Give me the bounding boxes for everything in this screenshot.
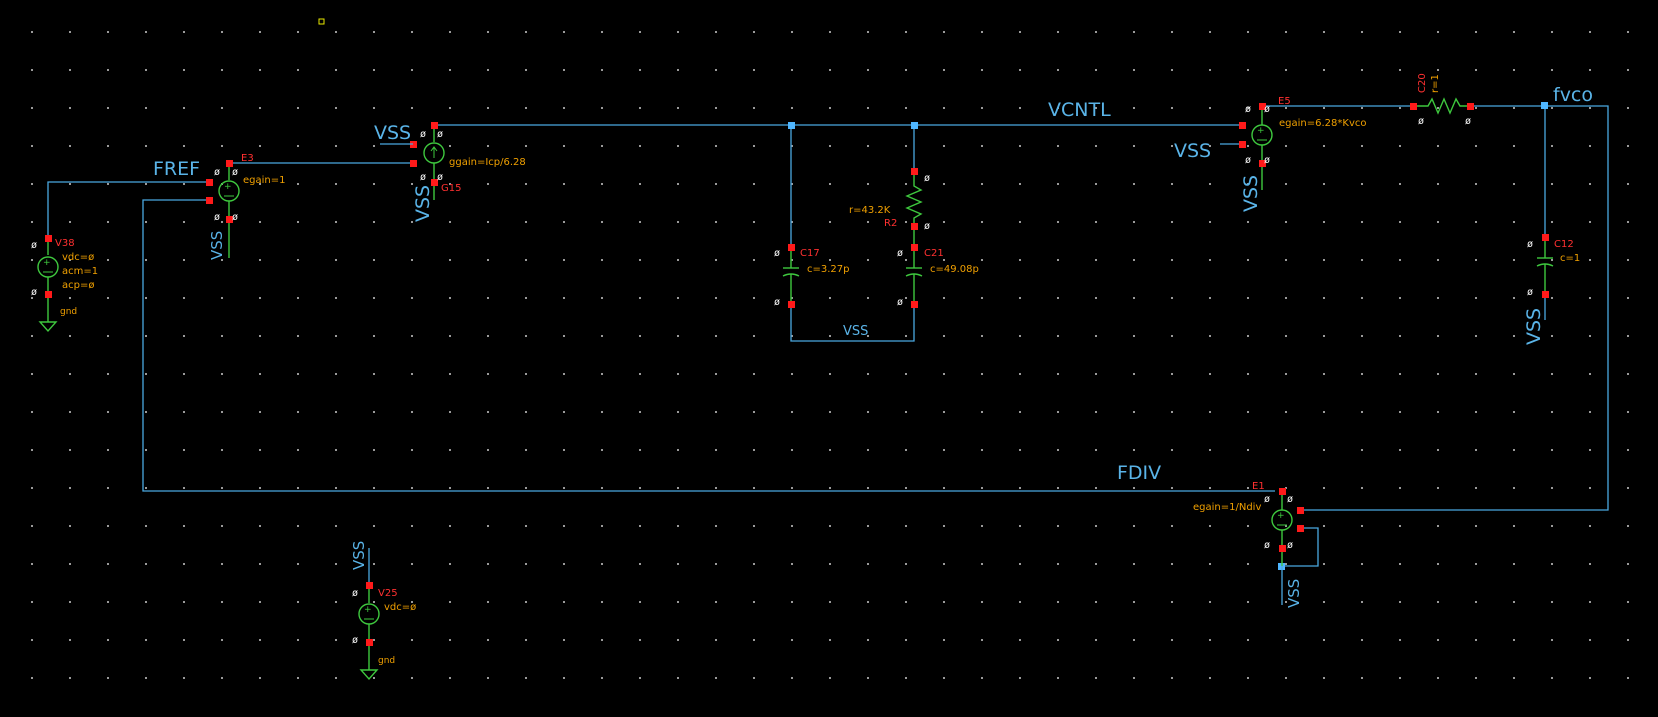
- pin-label: ø: [924, 221, 930, 232]
- c20-name: C20: [1417, 73, 1428, 93]
- source-e3[interactable]: + E3 egain=1 ø ø ø ø VSS: [206, 153, 286, 260]
- e5-gain: egain=6.28*Kvco: [1279, 118, 1366, 129]
- wires: [47, 105, 1609, 567]
- v38-vdc: vdc=ø: [62, 252, 94, 263]
- e5-name: E5: [1278, 96, 1291, 107]
- pin-label: ø: [1287, 540, 1293, 551]
- c21-value: c=49.08p: [930, 264, 979, 275]
- pin-label: ø: [352, 588, 358, 599]
- net-label-vss-e5: VSS: [1174, 140, 1211, 162]
- c21-name: C21: [924, 248, 944, 259]
- pin-label: ø: [1245, 104, 1251, 115]
- e3-gain: egain=1: [243, 175, 286, 186]
- resistor-c20[interactable]: C20 r=1 ø ø: [1410, 73, 1474, 127]
- svg-text:+: +: [1277, 511, 1285, 521]
- pin-label: ø: [437, 172, 443, 183]
- g15-gain: ggain=Icp/6.28: [449, 157, 526, 168]
- net-label-vss-g15: VSS: [374, 122, 411, 144]
- v38-gnd: gnd: [60, 307, 77, 317]
- svg-text:+: +: [224, 182, 232, 192]
- capacitor-c17[interactable]: C17 c=3.27p ø ø: [774, 244, 850, 308]
- net-label-vss-g15b: VSS: [412, 185, 434, 222]
- pin-label: ø: [31, 287, 37, 298]
- source-v38[interactable]: + V38 vdc=ø acm=1 acp=ø gnd ø ø: [31, 235, 98, 333]
- e1-name: E1: [1252, 481, 1265, 492]
- pin-label: ø: [352, 635, 358, 646]
- e1-gain: egain=1/Ndiv: [1193, 502, 1261, 513]
- source-e1[interactable]: + E1 egain=1/Ndiv ø ø ø ø VSS: [1193, 481, 1304, 608]
- v25-name: V25: [378, 588, 398, 599]
- pin-label: ø: [897, 297, 903, 308]
- wire-fref[interactable]: [47, 181, 210, 238]
- pin-label: ø: [1527, 239, 1533, 250]
- pin-label: ø: [1465, 116, 1471, 127]
- net-label-vss-e5b: VSS: [1240, 175, 1262, 212]
- c17-value: c=3.27p: [807, 264, 850, 275]
- pin-label: ø: [232, 167, 238, 178]
- e3-name: E3: [241, 153, 254, 164]
- pin-label: ø: [897, 248, 903, 259]
- pin-label: ø: [924, 173, 930, 184]
- wire-fvco[interactable]: [1300, 105, 1609, 511]
- wire-vss-caps[interactable]: [790, 304, 915, 342]
- c12-name: C12: [1554, 239, 1574, 250]
- v25-gnd: gnd: [378, 656, 395, 666]
- v38-name: V38: [55, 238, 75, 249]
- wire-fdiv[interactable]: [142, 199, 1275, 492]
- pin-label: ø: [1264, 494, 1270, 505]
- v38-acp: acp=ø: [62, 280, 94, 291]
- pin-label: ø: [420, 172, 426, 183]
- net-label-fref: FREF: [153, 158, 200, 180]
- pin-label: ø: [1264, 540, 1270, 551]
- wire-e1-loop[interactable]: [1282, 527, 1319, 567]
- resistor-r2[interactable]: r=43.2K R2 ø ø: [849, 168, 930, 232]
- source-g15[interactable]: G15 ggain=Icp/6.28 ø ø ø ø VSS: [380, 122, 526, 222]
- svg-text:+: +: [364, 605, 372, 615]
- pin-label: ø: [1527, 287, 1533, 298]
- pin-label: ø: [214, 212, 220, 223]
- net-label-vss-e3: VSS: [208, 231, 226, 260]
- pin-label: ø: [1418, 116, 1424, 127]
- pin-label: ø: [214, 167, 220, 178]
- pin-label: ø: [1264, 155, 1270, 166]
- pin-label: ø: [1245, 155, 1251, 166]
- pin-label: ø: [774, 248, 780, 259]
- net-label-vss-v25: VSS: [350, 541, 368, 570]
- net-label-vcntl: VCNTL: [1048, 99, 1111, 121]
- capacitor-c12[interactable]: C12 c=1 ø ø VSS: [1523, 234, 1580, 345]
- net-label-vss-c12: VSS: [1523, 308, 1545, 345]
- svg-text:+: +: [43, 258, 51, 268]
- source-e5[interactable]: + E5 egain=6.28*Kvco ø ø ø ø VSS: [1220, 96, 1366, 212]
- c12-value: c=1: [1560, 253, 1580, 264]
- v25-vdc: vdc=ø: [384, 602, 416, 613]
- pin-label: ø: [232, 212, 238, 223]
- origin-marker: [318, 18, 325, 25]
- r2-name: R2: [884, 218, 897, 229]
- r2-value: r=43.2K: [849, 205, 891, 216]
- pin-label: ø: [1264, 104, 1270, 115]
- v38-acm: acm=1: [62, 266, 98, 277]
- grid: [31, 31, 1629, 679]
- net-label-vss-caps: VSS: [843, 324, 868, 339]
- junctions: [788, 102, 1548, 570]
- net-label-vss-e1: VSS: [1285, 579, 1303, 608]
- pin-label: ø: [437, 129, 443, 140]
- net-label-fdiv: FDIV: [1117, 462, 1161, 484]
- g15-name: G15: [441, 183, 461, 194]
- pin-label: ø: [774, 297, 780, 308]
- pin-label: ø: [1287, 494, 1293, 505]
- c20-value: r=1: [1430, 74, 1441, 93]
- c17-name: C17: [800, 248, 820, 259]
- svg-text:+: +: [1257, 126, 1265, 136]
- source-v25[interactable]: + V25 vdc=ø gnd ø ø VSS: [350, 541, 416, 681]
- net-label-fvco: fvco: [1553, 84, 1593, 106]
- capacitor-c21[interactable]: C21 c=49.08p ø ø: [897, 230, 979, 308]
- pin-label: ø: [420, 129, 426, 140]
- pin-label: ø: [31, 240, 37, 251]
